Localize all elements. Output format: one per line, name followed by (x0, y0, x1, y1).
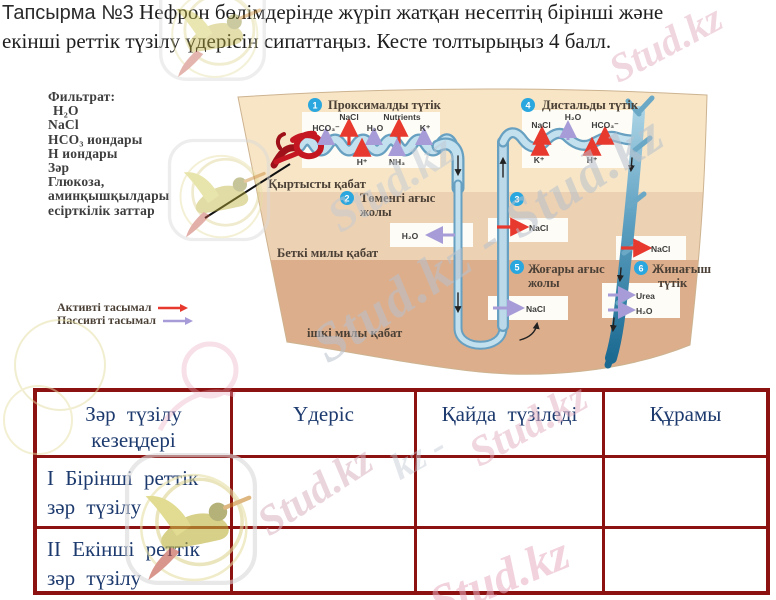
step-markers: 1 2 3 4 5 6 (308, 98, 648, 275)
table-row2-label: II Екінші реттік зәр түзілу (37, 529, 230, 591)
passive-transport-arrow-icon (162, 316, 193, 325)
filtrate-item: H₂O (53, 103, 79, 119)
molecule-label: H⁺ (587, 155, 598, 165)
proximal-tubule-label: Проксималды түтік (328, 98, 442, 112)
distal-tubule-label: Дистальды түтік (542, 98, 639, 112)
legend-passive-row: Пассивті тасымал (57, 314, 193, 327)
svg-text:4: 4 (525, 100, 530, 110)
table-row1-label: I Бірінші реттік зәр түзілу (37, 458, 230, 526)
svg-text:1: 1 (312, 100, 317, 110)
table-header-process: Үдеріс (233, 392, 414, 455)
row-label-line: II Екінші реттік (47, 537, 200, 561)
row-label-line: зәр түзілу (47, 566, 142, 590)
step-6-marker: 6 (634, 261, 648, 275)
table-cell-empty (417, 458, 602, 526)
table-cell-empty (605, 458, 766, 526)
molecule-label: NaCl (651, 244, 670, 254)
collecting-duct-label: Жинағыш (652, 262, 711, 276)
flow-arrows (454, 155, 635, 341)
task-title-line1-text: Нефрон бөлімдерінде жүріп жатқан несепті… (133, 0, 664, 24)
table-cell-empty (605, 529, 766, 591)
filtrate-item: есірткілік заттар (48, 202, 155, 218)
molecule-label: H₂O (636, 306, 653, 316)
filtrate-item: аминқышқылдары (48, 188, 170, 204)
descending-limb-label: Төменгі ағыс (360, 191, 436, 205)
proximal-transport-arrows (317, 117, 433, 157)
collecting-duct-label2: түтік (658, 276, 688, 290)
inner-medulla-label: ішкі милы қабат (307, 326, 402, 340)
molecule-labels: NaCl Nutrients HCO₃⁻ H₂O K⁺ H⁺ NH₃ NaCl … (312, 112, 619, 241)
filtrate-item: NaCl (48, 117, 79, 133)
molecule-label: HCO₃⁻ (591, 120, 619, 130)
limb-transport-arrows (425, 217, 653, 319)
glomerulus-icon (270, 130, 324, 169)
molecule-label: NaCl (526, 304, 545, 314)
molecule-label: H₂O (402, 231, 419, 241)
legend-active-label: Активті тасымал (57, 300, 152, 314)
molecule-label: HCO₃⁻ (312, 123, 340, 133)
task-number: Тапсырма №3 (2, 2, 134, 24)
nephron-diagram: NaCl Nutrients HCO₃⁻ H₂O K⁺ H⁺ NH₃ NaCl … (204, 88, 711, 375)
table-header-stages: Зәр түзілу кезеңдері (37, 392, 230, 455)
task-title-line1: Тапсырма №3 Нефрон бөлімдерінде жүріп жа… (2, 0, 776, 27)
molecule-label: H₂O (565, 112, 582, 122)
svg-text:2: 2 (344, 193, 349, 203)
svg-text:6: 6 (638, 263, 643, 273)
descending-limb-label2: жолы (360, 205, 392, 219)
molecule-label: Urea (636, 291, 655, 301)
step-5-marker: 5 (510, 260, 524, 274)
filtrate-item: Н иондары (48, 145, 118, 161)
diagram-labels: Проксималды түтік Дистальды түтік Қыртыс… (268, 98, 711, 340)
filtrate-item: Глюкоза, (48, 174, 105, 190)
task-title-line2: екінші реттік түзілу үдерісін сипаттаңыз… (2, 29, 612, 53)
active-transport-arrow-icon (158, 303, 189, 312)
molecule-label: H⁺ (357, 157, 368, 167)
molecule-label: Nutrients (383, 112, 421, 122)
collecting-duct (604, 95, 655, 369)
legend-active-row: Активті тасымал (57, 301, 193, 314)
filtrate-list: Фильтрат: H₂O NaCl HCO₃ иондары Н иондар… (48, 89, 170, 218)
svg-text:5: 5 (514, 262, 519, 272)
molecule-label: NaCl (529, 223, 548, 233)
molecule-labels-side: NaCl NaCl NaCl Urea H₂O (526, 223, 670, 316)
svg-text:3: 3 (514, 194, 519, 204)
ascending-limb-label2: жолы (528, 276, 560, 290)
molecule-label: H₂O (367, 123, 384, 133)
header-line: кезеңдері (91, 428, 176, 452)
distal-transport-arrows (530, 120, 615, 156)
molecule-label: NaCl (531, 120, 550, 130)
table-header-where: Қайда түзіледі (417, 392, 602, 455)
nephron-tubule (294, 95, 655, 369)
transport-legend: Активті тасымал Пассивті тасымал (57, 301, 193, 327)
row-label-line: I Бірінші реттік (47, 466, 199, 490)
step-1-marker: 1 (308, 98, 322, 112)
table-header-composition: Құрамы (605, 392, 766, 455)
header-line: Үдеріс (293, 402, 354, 426)
answer-table: Зәр түзілу кезеңдері Үдеріс Қайда түзіле… (33, 388, 770, 595)
molecule-label: K⁺ (420, 123, 431, 133)
header-line: Зәр түзілу (85, 402, 182, 426)
filtrate-item: Зәр (48, 160, 70, 176)
filtrate-item: HCO₃ иондары (48, 131, 143, 147)
cortex-label: Қыртысты қабат (268, 177, 366, 191)
step-3-marker: 3 (510, 192, 524, 206)
step-2-marker: 2 (340, 191, 354, 205)
header-line: Құрамы (649, 402, 722, 426)
molecule-label: K⁺ (534, 155, 545, 165)
outer-medulla-label: Беткі милы қабат (277, 246, 378, 260)
step-4-marker: 4 (521, 98, 535, 112)
table-cell-empty (233, 458, 414, 526)
task-title: Тапсырма №3 Нефрон бөлімдерінде жүріп жа… (2, 0, 776, 55)
filtrate-heading: Фильтрат: (48, 89, 116, 104)
table-cell-empty (233, 529, 414, 591)
legend-passive-label: Пассивті тасымал (57, 313, 156, 327)
header-line: Қайда түзіледі (441, 402, 578, 426)
table-cell-empty (417, 529, 602, 591)
ascending-limb-label: Жоғары ағыс (528, 262, 605, 276)
molecule-label: NH₃ (389, 157, 405, 167)
row-label-line: зәр түзілу (47, 495, 142, 519)
molecule-label: NaCl (339, 112, 358, 122)
